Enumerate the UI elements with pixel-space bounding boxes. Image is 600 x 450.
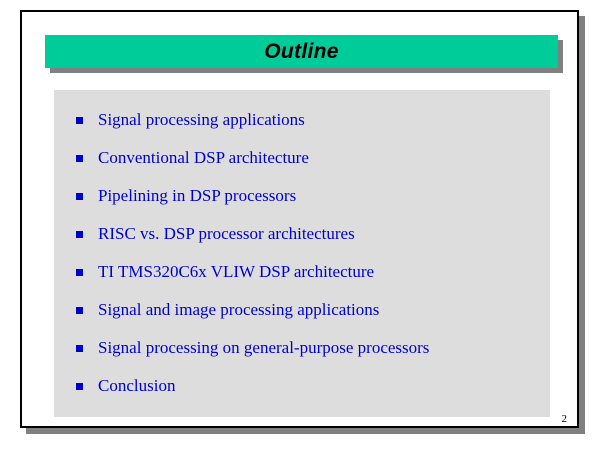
slide-frame: Outline Signal processing applications C… xyxy=(20,10,579,428)
square-bullet-icon xyxy=(76,269,83,276)
list-item-label: Conclusion xyxy=(98,376,176,395)
square-bullet-icon xyxy=(76,383,83,390)
list-item-label: Signal and image processing applications xyxy=(98,300,380,319)
list-item: TI TMS320C6x VLIW DSP architecture xyxy=(54,262,550,300)
bullet-list: Signal processing applications Conventio… xyxy=(54,110,550,414)
content-panel: Signal processing applications Conventio… xyxy=(54,90,550,417)
list-item: RISC vs. DSP processor architectures xyxy=(54,224,550,262)
list-item: Conclusion xyxy=(54,376,550,414)
list-item-label: Pipelining in DSP processors xyxy=(98,186,297,205)
list-item-label: Signal processing on general-purpose pro… xyxy=(98,338,430,357)
title-banner: Outline xyxy=(45,35,558,68)
list-item-label: TI TMS320C6x VLIW DSP architecture xyxy=(98,262,375,281)
list-item-label: Conventional DSP architecture xyxy=(98,148,309,167)
square-bullet-icon xyxy=(76,231,83,238)
list-item: Conventional DSP architecture xyxy=(54,148,550,186)
square-bullet-icon xyxy=(76,155,83,162)
page-number: 2 xyxy=(561,413,568,425)
slide-title: Outline xyxy=(264,39,339,63)
square-bullet-icon xyxy=(76,193,83,200)
square-bullet-icon xyxy=(76,345,83,352)
square-bullet-icon xyxy=(76,307,83,314)
list-item: Pipelining in DSP processors xyxy=(54,186,550,224)
list-item-label: Signal processing applications xyxy=(98,110,305,129)
list-item: Signal processing on general-purpose pro… xyxy=(54,338,550,376)
list-item: Signal processing applications xyxy=(54,110,550,148)
square-bullet-icon xyxy=(76,117,83,124)
list-item-label: RISC vs. DSP processor architectures xyxy=(98,224,355,243)
list-item: Signal and image processing applications xyxy=(54,300,550,338)
